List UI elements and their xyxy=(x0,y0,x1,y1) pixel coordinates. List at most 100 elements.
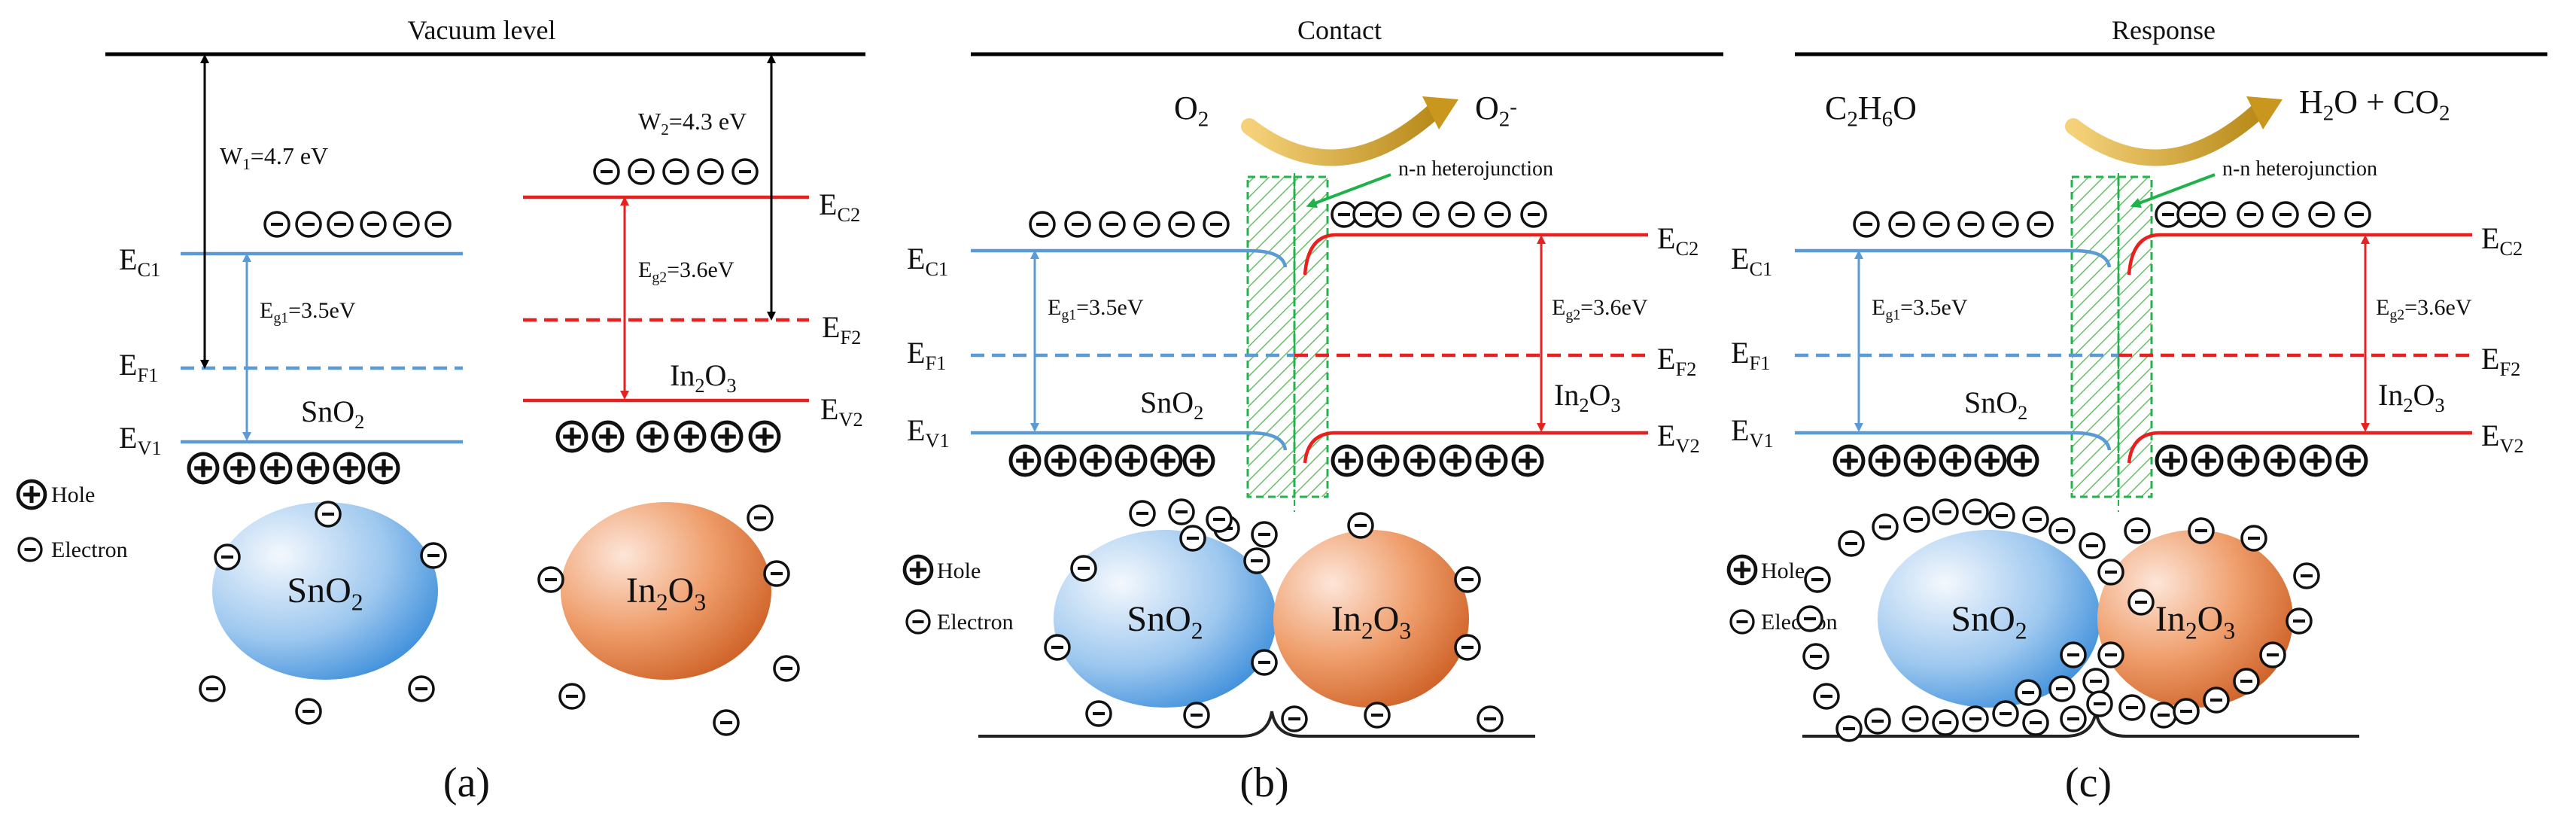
electron-icon xyxy=(1044,634,1071,661)
hole-icon xyxy=(1511,444,1544,477)
label-ev2: EV2 xyxy=(1657,419,1700,457)
electron-icon xyxy=(1813,683,1840,710)
electron-icon xyxy=(1838,530,1865,557)
electron-icon xyxy=(1352,201,1379,228)
sno2-valence-band xyxy=(1795,431,2112,451)
electron-icon xyxy=(315,501,342,528)
label-eg2: Eg2=3.6eV xyxy=(1552,295,1648,324)
label-w1: W1=4.7 eV xyxy=(220,142,328,173)
hole-icon xyxy=(2263,444,2296,477)
electron-icon xyxy=(2188,517,2215,544)
in2o3-particle xyxy=(561,502,771,680)
electron-icon xyxy=(1168,211,1195,238)
electron-icon xyxy=(713,709,740,736)
electron-icon xyxy=(1454,634,1481,661)
reactant-label: C2H6O xyxy=(1825,90,1917,132)
label-ec2: EC2 xyxy=(819,187,860,226)
electron-icon xyxy=(1206,506,1233,533)
particle-in2o3-label: In2O3 xyxy=(2155,599,2235,644)
electron-icon xyxy=(1364,702,1391,729)
electron-icon xyxy=(1347,512,1374,539)
label-ef2: EF2 xyxy=(2481,342,2520,380)
electron-icon xyxy=(1251,521,1278,548)
electron-icon xyxy=(393,211,420,238)
legend-electron-icon xyxy=(17,537,43,562)
electron-icon xyxy=(2079,532,2106,559)
reaction-arrow-head xyxy=(2246,96,2283,129)
hole-icon xyxy=(636,420,669,453)
hole-icon xyxy=(1939,444,1972,477)
legend-hole-label: Hole xyxy=(937,559,981,583)
electron-icon xyxy=(2199,201,2226,228)
particle-in2o3-label: In2O3 xyxy=(1331,599,1411,644)
hole-icon xyxy=(1832,444,1866,477)
electron-icon xyxy=(697,158,724,185)
label-ec2: EC2 xyxy=(1657,221,1699,260)
electron-icon xyxy=(1168,498,1195,525)
electron-icon xyxy=(2272,201,2299,228)
electron-icon xyxy=(1853,211,1880,238)
electron-icon xyxy=(1804,566,1831,593)
hole-icon xyxy=(1367,444,1400,477)
legend-hole-icon xyxy=(1726,554,1758,586)
electron-icon xyxy=(1064,211,1091,238)
electron-icon xyxy=(1477,705,1504,732)
electron-icon xyxy=(1903,506,1930,533)
electron-icon xyxy=(2173,698,2200,725)
electron-icon xyxy=(2233,668,2260,695)
electron-icon xyxy=(214,543,241,571)
electron-icon xyxy=(1992,211,2019,238)
hole-icon xyxy=(748,420,781,453)
electron-icon xyxy=(1133,211,1160,238)
label-w2: W2=4.3 eV xyxy=(638,108,747,139)
contact-brace xyxy=(978,711,1535,738)
in2o3-particle xyxy=(1273,530,1469,708)
hole-icon xyxy=(2155,444,2188,477)
electron-icon xyxy=(2060,641,2087,668)
electron-icon xyxy=(327,211,354,238)
legend-hole-label: Hole xyxy=(1761,559,1805,583)
label-ec1: EC1 xyxy=(1731,242,1772,280)
label-ev1: EV1 xyxy=(907,413,950,452)
label-eg2: Eg2=3.6eV xyxy=(638,257,734,286)
electron-icon xyxy=(1070,555,1097,582)
electron-icon xyxy=(1099,211,1126,238)
label-in2o3: In2O3 xyxy=(1554,378,1621,416)
legend-hole-label: Hole xyxy=(51,483,95,507)
electron-icon xyxy=(2048,675,2076,702)
electron-icon xyxy=(747,504,774,531)
depletion-region-left xyxy=(1246,175,1296,498)
electron-icon xyxy=(1129,500,1156,527)
electron-icon xyxy=(1251,649,1278,676)
electron-icon xyxy=(2203,687,2230,714)
electron-icon xyxy=(1864,708,1891,735)
label-eg1: Eg1=3.5eV xyxy=(260,298,356,327)
electron-icon xyxy=(1992,700,2019,727)
electron-icon xyxy=(1183,702,1210,729)
legend-electron-label: Electron xyxy=(937,610,1014,635)
in2o3-conduction-band xyxy=(2127,233,2472,276)
hole-icon xyxy=(2299,444,2332,477)
electron-icon xyxy=(2344,201,2371,228)
electron-icon xyxy=(2118,694,2146,721)
label-ec2: EC2 xyxy=(2481,221,2523,260)
electron-icon xyxy=(263,211,290,238)
electron-icon xyxy=(1957,211,1984,238)
hole-icon xyxy=(710,420,744,453)
hole-icon xyxy=(1331,444,1364,477)
electron-icon xyxy=(1923,211,1950,238)
electron-icon xyxy=(1962,498,1989,525)
electron-icon xyxy=(1932,709,1959,736)
in2o3-particle xyxy=(2097,530,2293,708)
electron-icon xyxy=(2082,668,2109,695)
reaction-curved-arrow xyxy=(2065,103,2266,166)
hole-icon xyxy=(1115,444,1148,477)
particle-sno2-label: SnO2 xyxy=(1127,599,1203,644)
electron-icon xyxy=(2097,641,2124,668)
label-ev2: EV2 xyxy=(2481,419,2524,457)
electron-icon xyxy=(1413,201,1440,228)
label-eg2: Eg2=3.6eV xyxy=(2376,295,2472,324)
hole-icon xyxy=(1868,444,1901,477)
label-in2o3: In2O3 xyxy=(670,358,737,397)
electron-icon xyxy=(2124,517,2151,544)
